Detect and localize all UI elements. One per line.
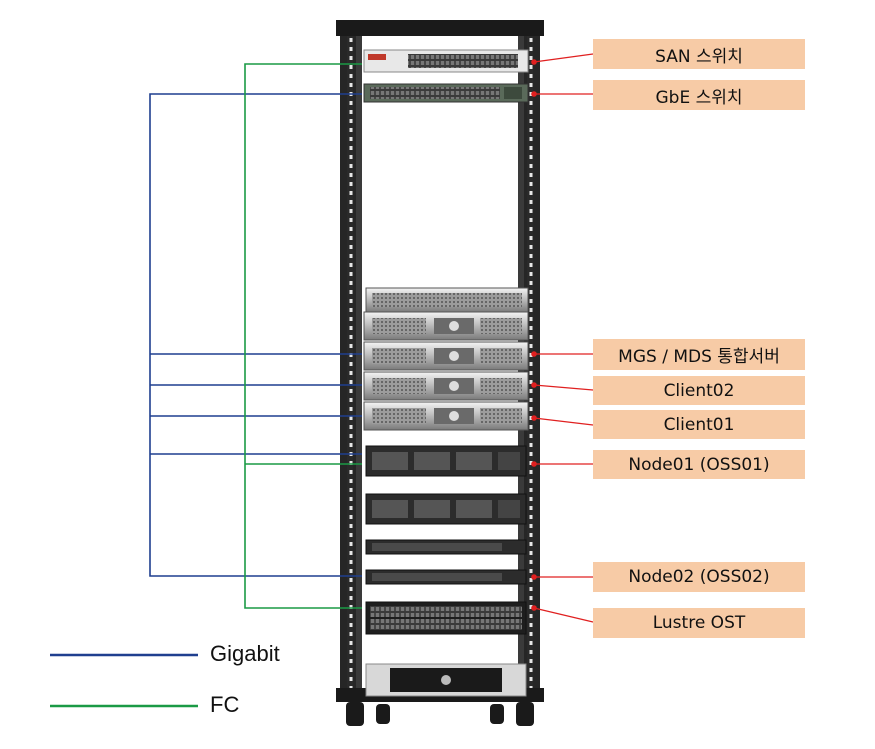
mgs-mds-server-device bbox=[363, 341, 529, 371]
server-stack-upper bbox=[363, 311, 529, 341]
fc-connections bbox=[244, 63, 362, 609]
client01-server-device bbox=[363, 401, 529, 431]
server-unlabeled-middle bbox=[365, 493, 527, 525]
label-san-switch-text: SAN 스위치 bbox=[655, 46, 743, 67]
legend-fc-label: FC bbox=[210, 692, 240, 717]
label-pointers bbox=[531, 53, 594, 623]
label-client02: Client02 bbox=[593, 376, 805, 405]
label-lustre-ost-text: Lustre OST bbox=[652, 613, 746, 633]
label-client01: Client01 bbox=[593, 410, 805, 439]
label-gbe-switch-text: GbE 스위치 bbox=[655, 87, 743, 108]
label-mgs-mds-text: MGS / MDS 통합서버 bbox=[618, 347, 780, 367]
node01-server-device bbox=[365, 445, 527, 477]
label-mgs-mds: MGS / MDS 통합서버 bbox=[593, 339, 805, 370]
server-unlabeled-1u bbox=[365, 539, 527, 555]
label-gbe-switch: GbE 스위치 bbox=[593, 80, 805, 110]
label-client01-text: Client01 bbox=[663, 414, 735, 435]
label-node01: Node01 (OSS01) bbox=[593, 450, 805, 479]
label-node02: Node02 (OSS02) bbox=[593, 562, 805, 592]
label-node01-text: Node01 (OSS01) bbox=[628, 454, 770, 475]
label-san-switch: SAN 스위치 bbox=[593, 39, 805, 69]
gbe-switch-device bbox=[363, 83, 529, 103]
gigabit-connections bbox=[149, 93, 362, 577]
node02-server-device bbox=[365, 569, 527, 585]
server-unlabeled-top bbox=[365, 287, 529, 313]
label-node02-text: Node02 (OSS02) bbox=[628, 567, 770, 587]
label-lustre-ost: Lustre OST bbox=[593, 608, 805, 638]
lustre-ost-storage-device bbox=[365, 601, 527, 635]
ups-device bbox=[365, 663, 527, 697]
legend-gigabit-label: Gigabit bbox=[210, 641, 280, 666]
san-switch-device bbox=[363, 49, 529, 73]
client02-server-device bbox=[363, 371, 529, 401]
label-client02-text: Client02 bbox=[663, 380, 735, 401]
